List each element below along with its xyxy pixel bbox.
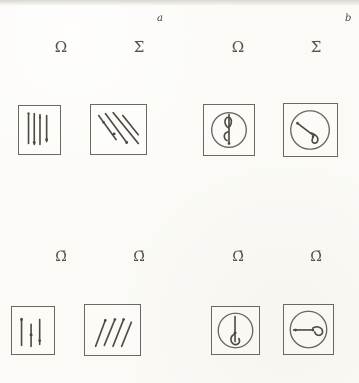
figure-mark-b: b: [345, 13, 351, 24]
label-sigma-a: Σ̄: [127, 40, 151, 55]
panel-b-left: [203, 104, 255, 156]
panel-b-right: [283, 103, 338, 157]
panel-c-right-graphic: [85, 305, 140, 355]
panel-c-right: [84, 304, 141, 356]
panel-a-left: [18, 105, 61, 155]
panel-d-right: [283, 304, 334, 355]
panel-a-right-graphic: [91, 105, 146, 154]
figure-mark-a: a: [157, 13, 163, 24]
label-omega-b: Ω: [226, 40, 250, 55]
panel-c-left-graphic: [12, 307, 54, 354]
bottom-label-4: Ω̄: [304, 250, 328, 264]
label-sigma-b: Σ̄: [304, 40, 328, 55]
bottom-label-1: Ω̄: [49, 250, 73, 264]
panel-d-left: [211, 306, 260, 355]
panel-b-right-graphic: [284, 104, 337, 156]
panel-b-left-graphic: [204, 105, 254, 155]
panel-d-left-graphic: [212, 307, 259, 354]
label-omega-a: Ω: [49, 40, 73, 55]
panel-a-left-graphic: [19, 106, 60, 154]
scan-edge: [0, 0, 359, 6]
panel-a-right: [90, 104, 147, 155]
bottom-label-3: Ω̄: [226, 250, 250, 264]
bottom-label-2: Ω̄: [127, 250, 151, 264]
panel-d-right-graphic: [284, 305, 333, 354]
panel-c-left: [11, 306, 55, 355]
